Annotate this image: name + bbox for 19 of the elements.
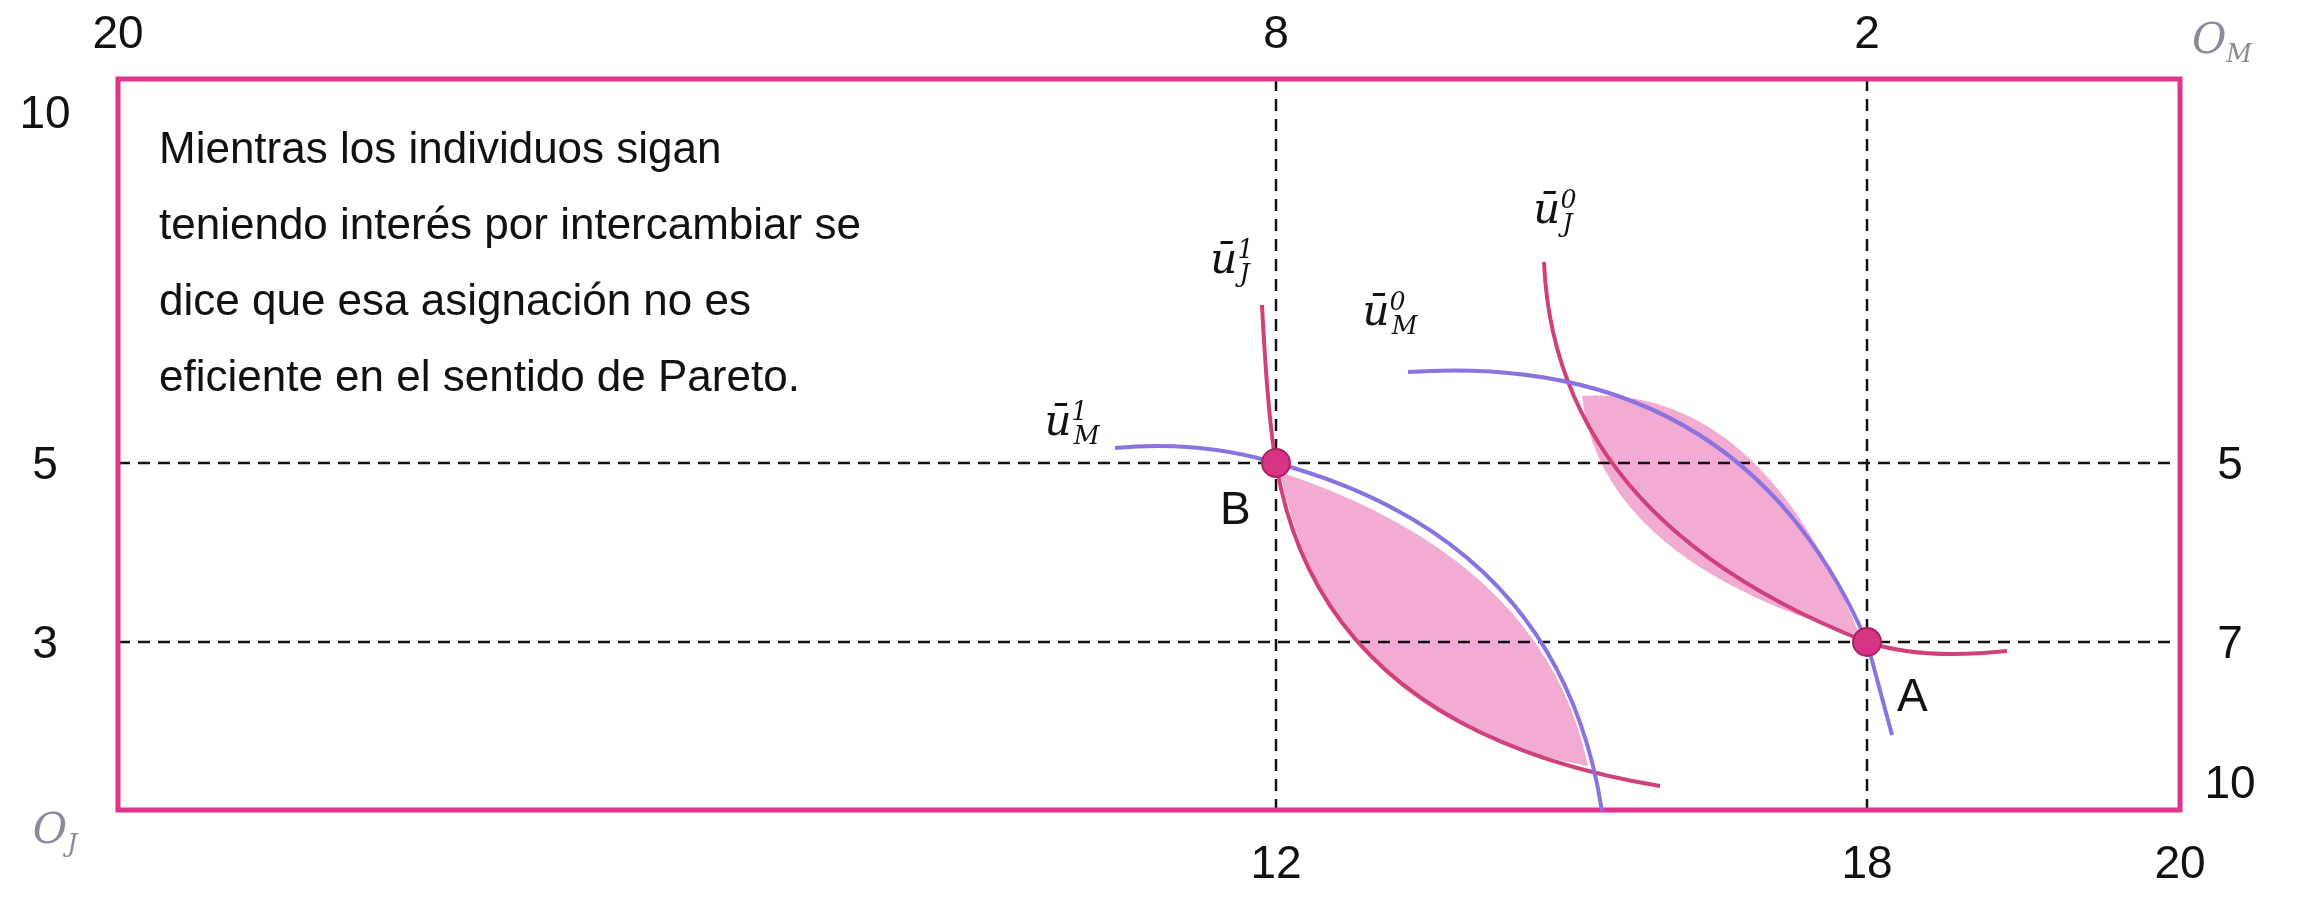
- tick-label: 20: [2154, 839, 2206, 885]
- tick-label: 5: [2217, 440, 2243, 486]
- point-label: A: [1897, 672, 1928, 718]
- tick-label: 2: [1854, 9, 1880, 55]
- tick-label: 12: [1250, 839, 1302, 885]
- point-marker: [1852, 627, 1882, 657]
- point-label: B: [1220, 485, 1251, 531]
- tick-label: 3: [32, 619, 58, 665]
- origin-label: O$_{M}$: [2191, 17, 2253, 67]
- point-marker: [1261, 448, 1291, 478]
- tick-label: 7: [2217, 619, 2243, 665]
- tick-label: 18: [1841, 839, 1893, 885]
- tick-label: 5: [32, 440, 58, 486]
- tick-label: 8: [1263, 9, 1289, 55]
- tick-label: 10: [19, 89, 71, 135]
- tick-label: 10: [2204, 759, 2256, 805]
- origin-label: O$_{J}$: [32, 807, 78, 857]
- tick-label: 20: [92, 9, 144, 55]
- note-text: Mientras los individuos sigan teniendo interés por intercambiar se dice que esa asignación no es eficiente en el sentido de Pareto.: [159, 122, 862, 402]
